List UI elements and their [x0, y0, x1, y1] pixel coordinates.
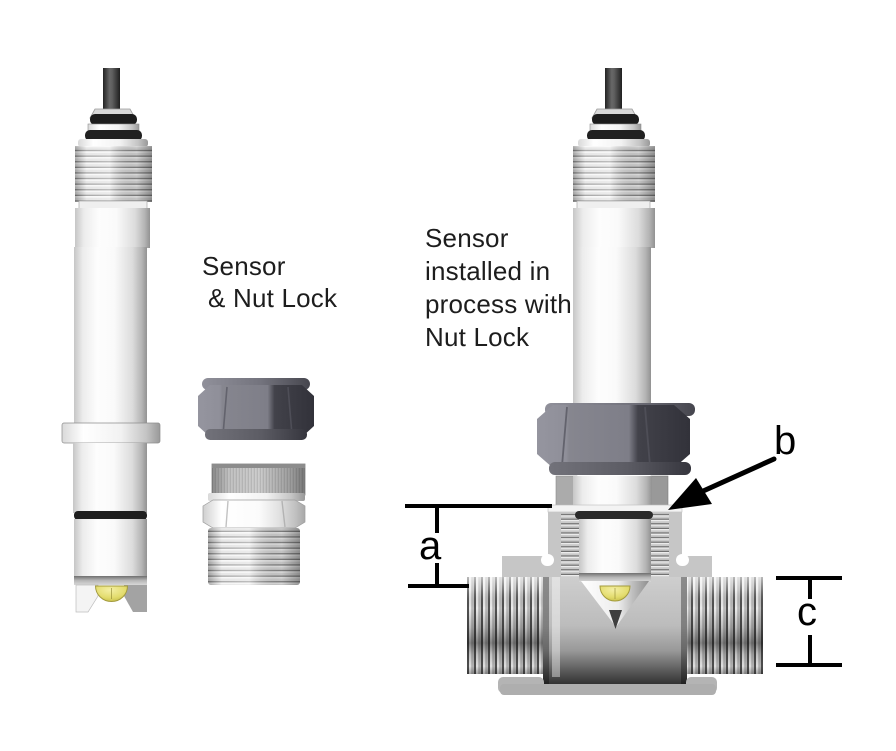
- fitting-hex-edge-right: [281, 500, 286, 528]
- dimension-c-label: c: [797, 590, 817, 634]
- nut-lock: [198, 378, 314, 440]
- right-figure-label: Sensor installed in process with Nut Loc…: [425, 222, 572, 354]
- tee-base-flange: [498, 677, 717, 695]
- tee-internal-threads: [561, 512, 669, 577]
- sensor-tip-cone: [581, 581, 649, 627]
- sensor-tip-chamfer: [74, 576, 147, 585]
- sensor-upper-body: [75, 208, 150, 248]
- nut-lock-installed: [537, 403, 695, 475]
- sensor-o-ring-installed: [575, 511, 653, 519]
- sensor-cable: [605, 68, 622, 115]
- left-figure-label-line2: & Nut Lock: [208, 283, 338, 313]
- tee-wing-notch-right: [676, 554, 689, 566]
- cap-o-ring-lower: [587, 130, 645, 141]
- dimension-b-arrow: [668, 456, 777, 510]
- sensor-cable: [103, 68, 120, 115]
- fitting-hex-edge-left: [225, 500, 229, 528]
- sensor-tip-prong-left: [75, 584, 99, 613]
- fitting-collar-right: [650, 475, 669, 509]
- thread-collar: [78, 139, 148, 147]
- fitting-flare-band: [208, 493, 305, 501]
- sensor-neck: [78, 200, 148, 210]
- process-fitting: [202, 463, 306, 585]
- dimension-a-lines: [405, 504, 552, 588]
- nut-bottom-rim: [205, 429, 307, 440]
- left-figure-label: Sensor & Nut Lock: [202, 250, 337, 314]
- sensor-body-in-tee: [579, 512, 651, 575]
- sensor-o-ring: [74, 511, 147, 520]
- dimension-c-lines: [776, 576, 842, 667]
- tee-pipe-right: [687, 577, 763, 674]
- sensor-upper-body: [573, 208, 655, 248]
- cap-o-ring-upper: [90, 114, 137, 125]
- sensor-top-threads: [75, 146, 152, 202]
- nut-facets: [537, 405, 690, 468]
- right-figure-label-line4: Nut Lock: [425, 322, 530, 352]
- sensor-body-through-nut: [573, 476, 652, 510]
- fitting-male-threads: [208, 528, 300, 585]
- nut-bottom-rim: [549, 462, 691, 475]
- sensor-tip-point: [609, 610, 622, 629]
- sensor-main-body: [573, 247, 651, 407]
- sensor-main-body: [74, 247, 147, 424]
- arrowhead: [668, 478, 712, 510]
- cap-o-ring-lower: [85, 130, 142, 141]
- tee-pipe-left: [467, 577, 543, 674]
- sensor-tip-prong-right: [124, 585, 147, 612]
- thread-collar: [578, 139, 650, 147]
- nut-facet-edge-left: [222, 386, 228, 436]
- sensor-probe-left: [61, 68, 161, 613]
- sensor-lower-body-2: [74, 519, 147, 577]
- right-figure-label-line1: Sensor: [425, 223, 509, 253]
- nut-facet-edge-left: [561, 406, 568, 467]
- tee-fitting: [467, 475, 763, 695]
- right-figure-label-line3: process with: [425, 289, 572, 319]
- cap-o-ring-upper: [592, 114, 639, 125]
- sensor-top-threads: [573, 146, 655, 202]
- sensor-probe-installed: [573, 68, 655, 407]
- dimension-b-label: b: [774, 419, 797, 463]
- tee-wing-left: [502, 556, 549, 577]
- sensor-tip-chamfer-installed: [579, 573, 651, 582]
- fitting-knurl-topline: [212, 464, 305, 468]
- sensor-lower-body: [73, 443, 147, 513]
- tee-cap-highlight: [547, 504, 683, 513]
- nut-facet-edge-right: [644, 406, 651, 467]
- fitting-knurl-texture: [212, 464, 305, 495]
- fitting-hex: [202, 499, 306, 529]
- left-figure-label-line1: Sensor: [202, 251, 286, 281]
- nut-facets: [198, 385, 314, 437]
- nut-facet-edge-right: [287, 386, 293, 436]
- dimension-a-label: a: [419, 524, 442, 568]
- right-figure-label-line2: installed in: [425, 256, 551, 286]
- tee-wing-notch-left: [541, 554, 554, 566]
- sensor-neck: [576, 200, 651, 210]
- sensor-flange: [61, 422, 161, 444]
